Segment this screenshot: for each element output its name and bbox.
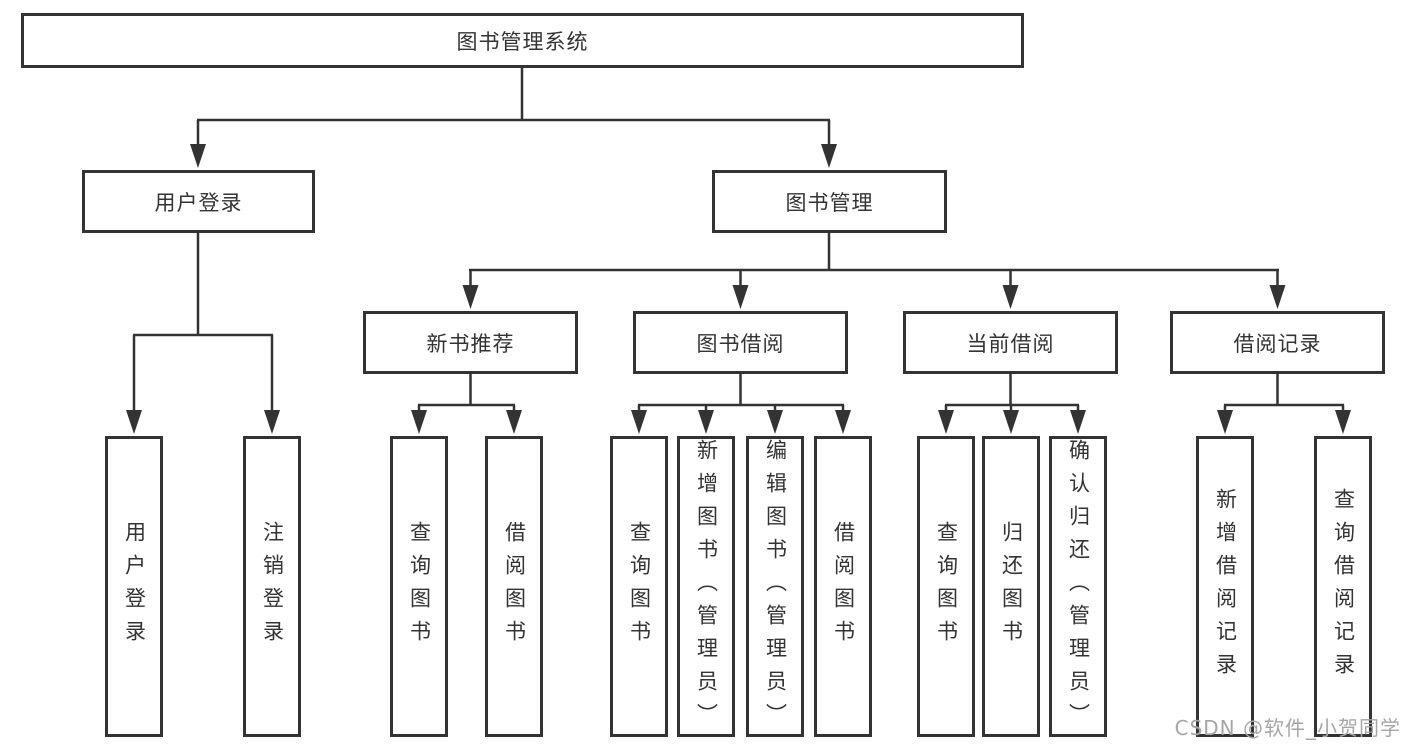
node-borrowing-records: 借阅记录 bbox=[1170, 311, 1385, 374]
leaf-borrow-books-recommend: 借阅图书 bbox=[485, 436, 543, 737]
leaf-query-borrow-record: 查询借阅记录 bbox=[1314, 436, 1372, 737]
leaf-borrow-books: 借阅图书 bbox=[814, 436, 872, 737]
node-root: 图书管理系统 bbox=[21, 13, 1024, 68]
node-book-management: 图书管理 bbox=[712, 170, 947, 233]
leaf-return-books: 归还图书 bbox=[982, 436, 1040, 737]
leaf-edit-books-admin: 编辑图书（管理员） bbox=[746, 436, 804, 737]
leaf-query-books-current: 查询图书 bbox=[917, 436, 975, 737]
leaf-query-books-borrow: 查询图书 bbox=[610, 436, 668, 737]
leaf-user-login: 用户登录 bbox=[105, 436, 163, 737]
node-new-book-recommend: 新书推荐 bbox=[363, 311, 578, 374]
leaf-confirm-return-admin: 确认归还（管理员） bbox=[1049, 436, 1107, 737]
leaf-logout: 注销登录 bbox=[243, 436, 301, 737]
csdn-watermark: CSDN @软件_小贺同学 bbox=[1174, 716, 1401, 740]
node-book-borrowing: 图书借阅 bbox=[633, 311, 848, 374]
leaf-add-borrow-record: 新增借阅记录 bbox=[1196, 436, 1254, 737]
node-user-login: 用户登录 bbox=[82, 170, 315, 233]
leaf-query-books-recommend: 查询图书 bbox=[390, 436, 448, 737]
leaf-add-books-admin: 新增图书（管理员） bbox=[677, 436, 735, 737]
node-current-borrowing: 当前借阅 bbox=[903, 311, 1118, 374]
